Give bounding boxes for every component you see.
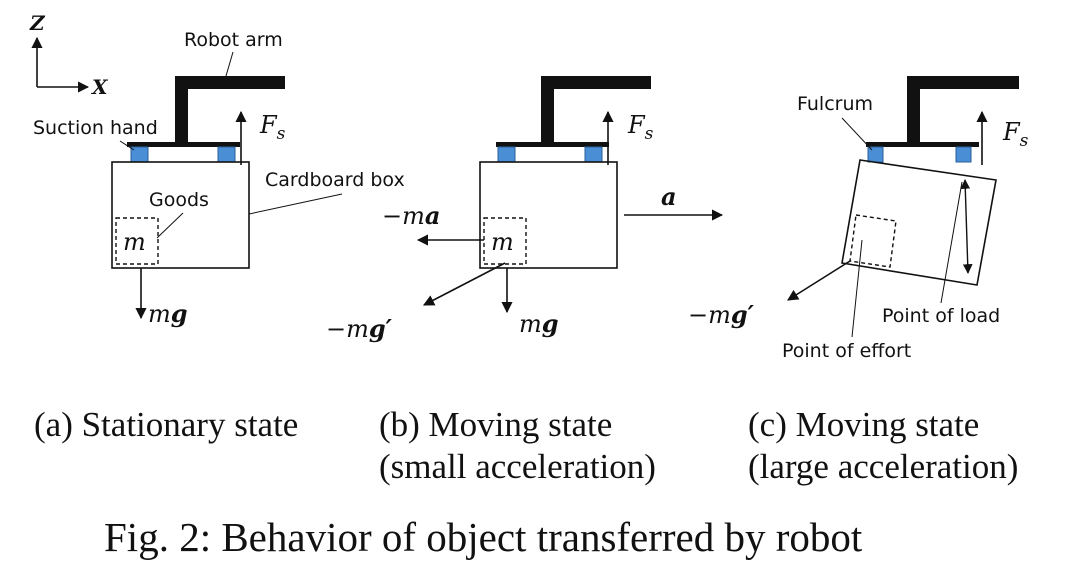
subcaption-c-line2: (large acceleration)	[748, 447, 1018, 486]
cardboard-box-leader	[248, 193, 343, 215]
robot-arm	[496, 76, 651, 147]
robot-arm	[127, 76, 285, 147]
subcaption-b-line1: (b) Moving state	[379, 405, 612, 444]
goods-mass-label: m	[491, 228, 514, 256]
suction-force-label: Fs	[259, 111, 286, 144]
axis-indicator: Z X	[29, 11, 109, 99]
suction-force-label: Fs	[627, 111, 654, 144]
x-axis-label: X	[90, 75, 109, 99]
cardboard-box	[111, 161, 250, 269]
point-of-load-leader	[940, 181, 963, 304]
cardboard-box-label: Cardboard box	[265, 169, 405, 191]
goods-mass-label: m	[123, 228, 146, 256]
suction-force-label: Fs	[1002, 118, 1029, 151]
goods-box	[849, 214, 897, 268]
point-of-effort-label: Point of effort	[782, 340, 911, 362]
subcaption-a: (a) Stationary state	[34, 405, 298, 444]
tilted-cardboard-box	[841, 159, 997, 286]
resultant-force-label: −mg′	[326, 314, 393, 343]
subcaption-c-line1: (c) Moving state	[748, 405, 979, 444]
suction-hand-leader	[119, 140, 135, 151]
suction-pad-right	[955, 146, 972, 163]
suction-bar	[496, 142, 609, 147]
suction-pad-right	[217, 146, 236, 163]
robot-arm-label: Robot arm	[184, 29, 283, 51]
resultant-force-arrow	[787, 260, 851, 301]
suction-bar	[866, 142, 979, 147]
figure-caption: Fig. 2: Behavior of object transferred b…	[104, 514, 863, 560]
panel-a: Z X m Fs mg Robot arm Suction hand Goo	[29, 11, 405, 328]
fulcrum-label: Fulcrum	[797, 93, 873, 115]
subcaption-b-line2: (small acceleration)	[379, 447, 656, 486]
acceleration-label: a	[661, 182, 677, 211]
goods-label: Goods	[149, 189, 209, 211]
suction-bar	[127, 142, 240, 147]
z-axis-label: Z	[29, 11, 46, 35]
gravity-label: mg	[519, 309, 559, 338]
suction-pad-left	[497, 146, 516, 163]
fulcrum-leader	[841, 117, 873, 151]
point-of-effort-leader	[851, 239, 863, 338]
goods-leader	[156, 212, 184, 239]
point-of-load-label: Point of load	[882, 305, 1000, 327]
cardboard-box	[479, 161, 618, 269]
goods-box	[483, 217, 527, 265]
suction-pad-right	[584, 146, 603, 163]
panel-b: m Fs a −ma −mg′ mg	[326, 76, 724, 343]
robot-arm	[866, 76, 1019, 147]
suction-pad-left	[867, 146, 884, 163]
suction-hand-label: Suction hand	[33, 117, 158, 139]
gravity-label: mg	[148, 299, 188, 328]
lever-arm-arrow	[960, 179, 973, 274]
goods-box	[115, 217, 159, 265]
subcaptions: (a) Stationary state (b) Moving state (s…	[34, 405, 1018, 486]
robot-arm-leader	[225, 51, 234, 77]
panel-c: Fs −mg′ Fulcrum Point of load Point of e…	[688, 76, 1029, 362]
resultant-force-label: −mg′	[688, 300, 755, 329]
inertial-force-label: −ma	[382, 201, 440, 230]
resultant-force-arrow	[423, 262, 506, 306]
